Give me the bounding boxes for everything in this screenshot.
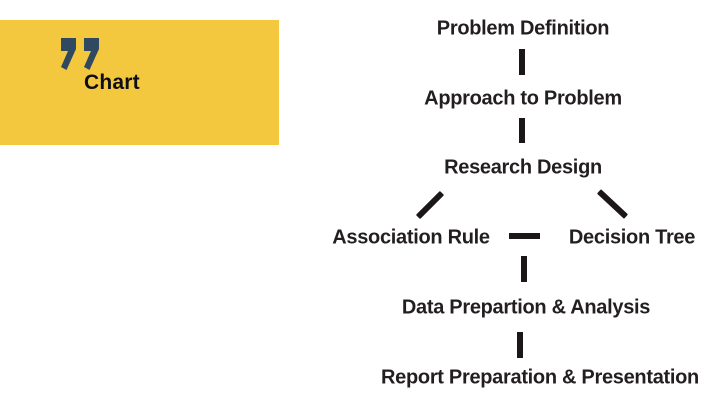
connector-research-to-association — [415, 190, 445, 220]
flow-node-approach-to-problem: Approach to Problem — [424, 87, 622, 110]
flow-node-association-rule: Association Rule — [332, 226, 490, 249]
connector-problem-to-approach — [519, 49, 525, 75]
quote-icon — [61, 38, 99, 70]
flow-node-data-prepartion-analysis: Data Prepartion & Analysis — [401, 296, 651, 319]
flow-node-problem-definition: Problem Definition — [436, 17, 610, 40]
flow-node-decision-tree: Decision Tree — [568, 226, 696, 249]
connector-approach-to-research — [519, 118, 525, 143]
connector-data-to-report — [517, 332, 523, 358]
flow-node-report-preparation-presentation: Report Preparation & Presentation — [381, 366, 699, 389]
slide-title: Chart — [84, 71, 140, 94]
connector-branches-to-data — [521, 256, 527, 282]
title-block: Chart — [0, 20, 279, 145]
flow-node-research-design: Research Design — [444, 156, 602, 179]
connector-association-to-decision — [509, 233, 540, 239]
connector-research-to-decision — [596, 189, 629, 219]
